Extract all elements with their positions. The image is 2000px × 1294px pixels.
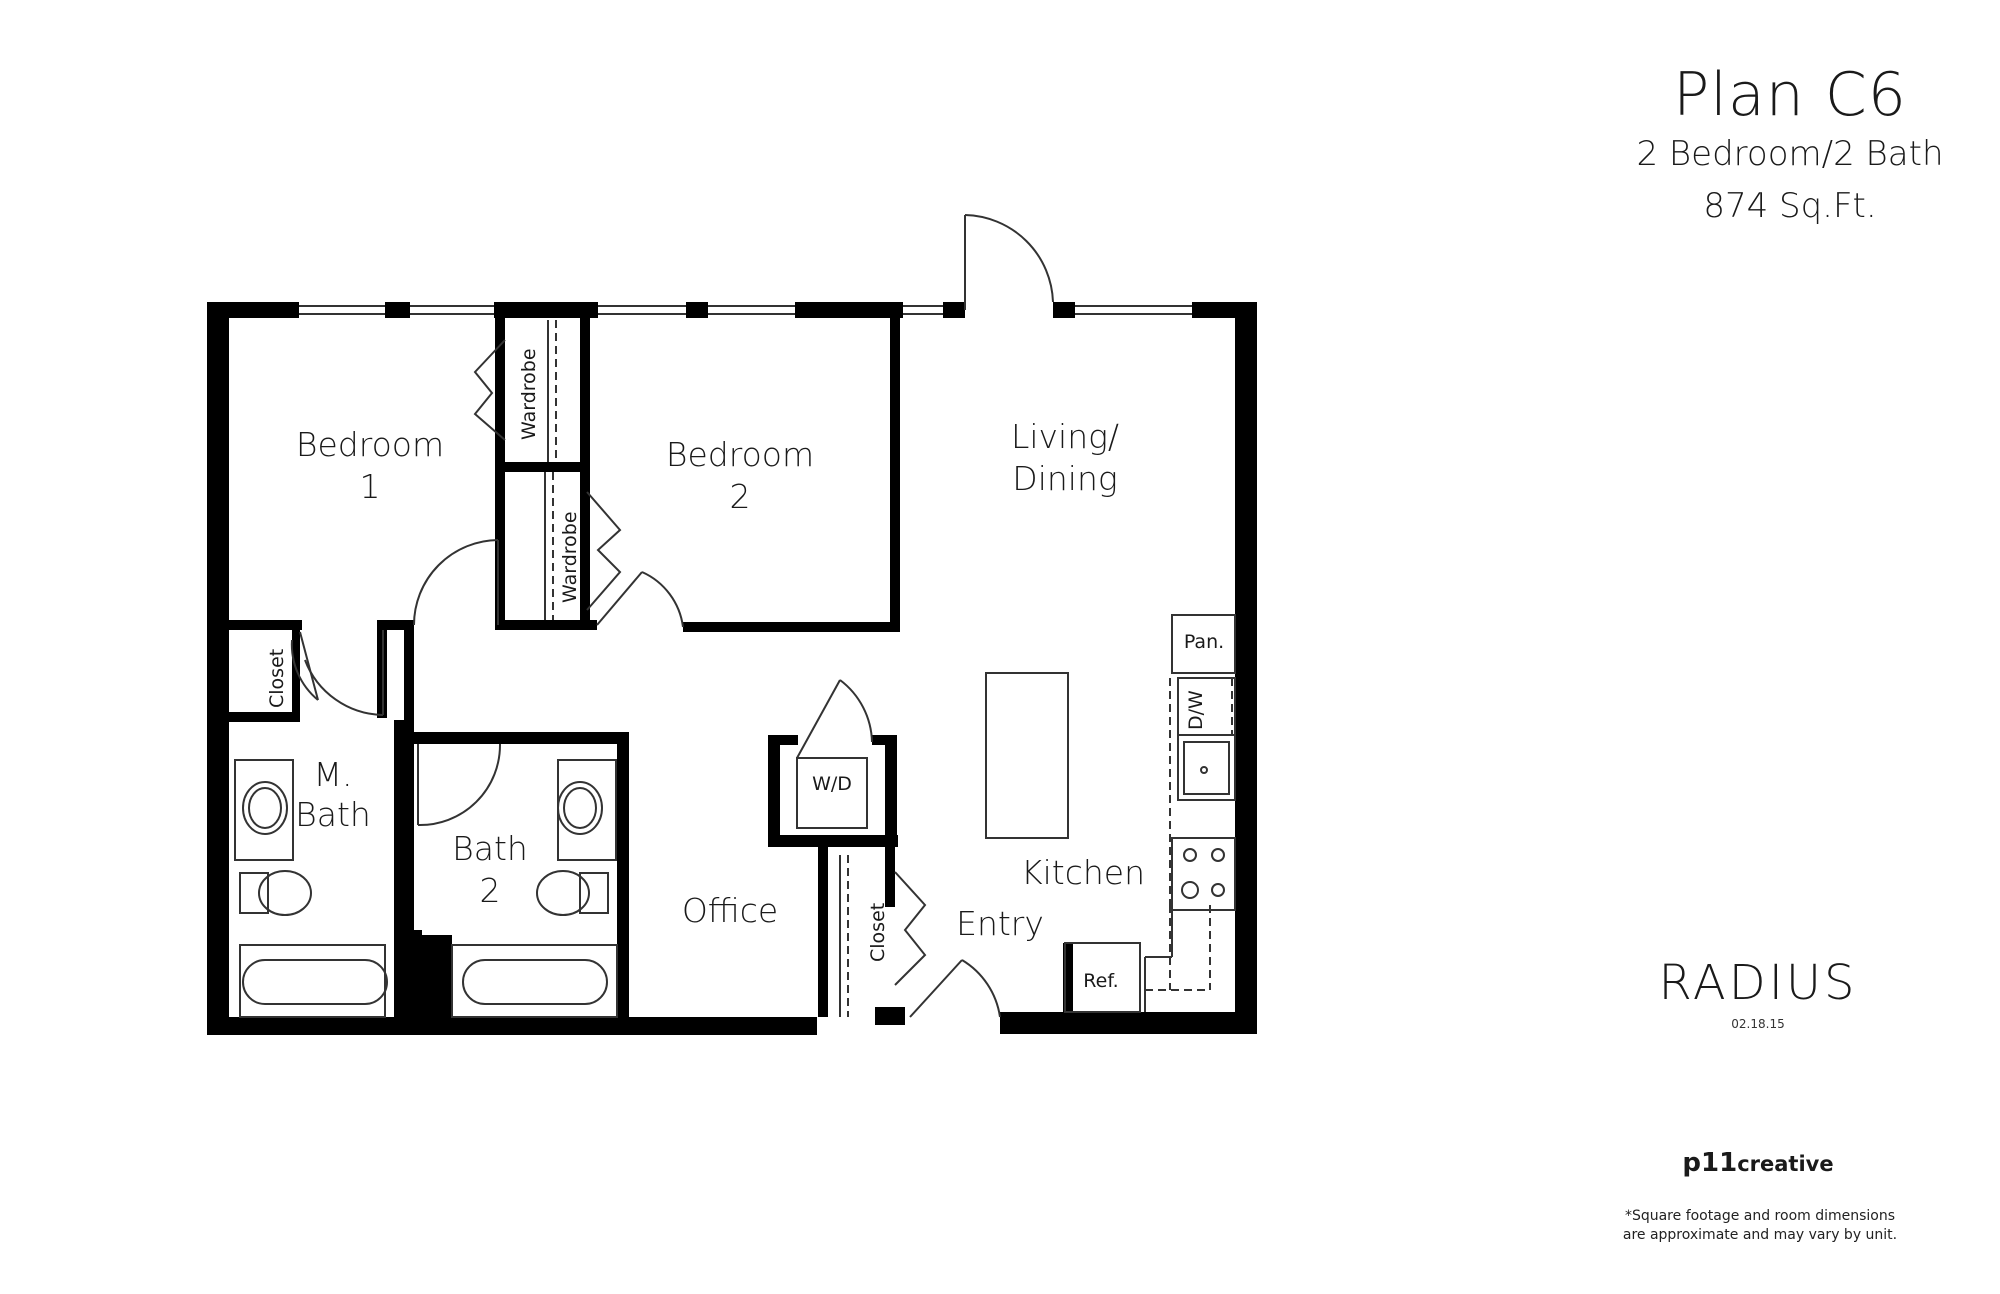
plan-area: 874 Sq.Ft. bbox=[1703, 186, 1877, 226]
wall-top-seg3 bbox=[494, 302, 598, 318]
wall-bed2-right bbox=[890, 302, 900, 632]
label-living-a: Living/ bbox=[1011, 417, 1119, 456]
walls bbox=[207, 302, 1257, 1035]
label-refrigerator: Ref. bbox=[1083, 970, 1118, 992]
credit: p11creative bbox=[1608, 1148, 1908, 1178]
label-office: Office bbox=[682, 891, 778, 930]
label-bedroom2-a: Bedroom bbox=[666, 435, 814, 474]
label-bedroom1-a: Bedroom bbox=[296, 425, 444, 464]
wall-closet2-right bbox=[885, 847, 895, 907]
wall-wardrobe-bottom bbox=[495, 620, 597, 630]
wall-wd-left bbox=[768, 735, 780, 847]
wall-top-seg8 bbox=[1192, 302, 1257, 318]
wall-bed2-bottom-right bbox=[683, 622, 900, 632]
wall-right-outer bbox=[1235, 302, 1257, 1032]
label-dishwasher: D/W bbox=[1185, 690, 1207, 730]
wall-top-seg6 bbox=[943, 302, 965, 318]
label-mbath-b: Bath bbox=[295, 795, 371, 834]
wall-left-outer bbox=[207, 302, 229, 1035]
wall-wd-bottom bbox=[768, 835, 898, 847]
wall-bottom-right bbox=[1000, 1012, 1257, 1034]
label-entry: Entry bbox=[956, 904, 1044, 943]
label-washer-dryer: W/D bbox=[812, 773, 852, 795]
wall-bottom-outer bbox=[207, 1017, 817, 1035]
wall-wd-right bbox=[885, 735, 897, 847]
label-wardrobe-2: Wardrobe bbox=[559, 511, 581, 603]
wall-mbath-top bbox=[207, 712, 300, 722]
wall-top-seg5 bbox=[795, 302, 903, 318]
label-bath2-a: Bath bbox=[452, 829, 528, 868]
credit-bold: p11 bbox=[1682, 1148, 1738, 1178]
wall-ref-left bbox=[1063, 943, 1073, 1018]
label-kitchen: Kitchen bbox=[1021, 853, 1145, 892]
label-bedroom1-b: 1 bbox=[360, 467, 381, 506]
wall-closet2-left bbox=[818, 847, 828, 1017]
disclaimer-line-1: *Square footage and room dimensions bbox=[1624, 1208, 1896, 1224]
label-mbath-a: M. bbox=[314, 755, 353, 794]
wall-wd-top-left bbox=[768, 735, 798, 745]
disclaimer-line-2: are approximate and may vary by unit. bbox=[1622, 1227, 1898, 1243]
label-wardrobe-1: Wardrobe bbox=[518, 348, 540, 440]
label-closet-2: Closet bbox=[867, 903, 889, 962]
wall-bath2-top bbox=[404, 732, 629, 744]
wall-bed1-bottom-left bbox=[207, 620, 302, 630]
label-pantry: Pan. bbox=[1184, 631, 1224, 653]
disclaimer: *Square footage and room dimensions are … bbox=[1600, 1207, 1920, 1245]
wall-top-seg4 bbox=[686, 302, 708, 318]
label-bath2-b: 2 bbox=[480, 871, 501, 910]
wall-bath2-left-block bbox=[404, 935, 452, 1020]
label-closet-1: Closet bbox=[266, 649, 288, 708]
wall-bed1-right bbox=[495, 302, 505, 627]
credit-rest: creative bbox=[1737, 1152, 1834, 1176]
label-living-b: Dining bbox=[1012, 459, 1117, 498]
wall-wardrobe-mid bbox=[505, 462, 587, 472]
wall-top-seg1 bbox=[207, 302, 299, 318]
room-labels: Bedroom 1 Bedroom 2 Living/ Dining M. Ba… bbox=[266, 348, 1224, 992]
plan-bed-bath: 2 Bedroom/2 Bath bbox=[1636, 134, 1944, 174]
wall-hall-left bbox=[404, 620, 414, 940]
brand-date: 02.18.15 bbox=[1731, 1017, 1785, 1031]
wall-top-seg2 bbox=[385, 302, 410, 318]
brand-name: RADIUS bbox=[1658, 955, 1858, 1011]
wall-entry-stub bbox=[875, 1007, 905, 1025]
thin-lines bbox=[234, 214, 1236, 1018]
plan-title: Plan C6 bbox=[1673, 60, 1907, 130]
wall-wd-top-right bbox=[872, 735, 897, 745]
wall-top-seg7 bbox=[1053, 302, 1075, 318]
label-bedroom2-b: 2 bbox=[730, 477, 751, 516]
wall-bed1-bottom-mid bbox=[384, 620, 414, 630]
wall-bath2-right bbox=[617, 732, 629, 1020]
